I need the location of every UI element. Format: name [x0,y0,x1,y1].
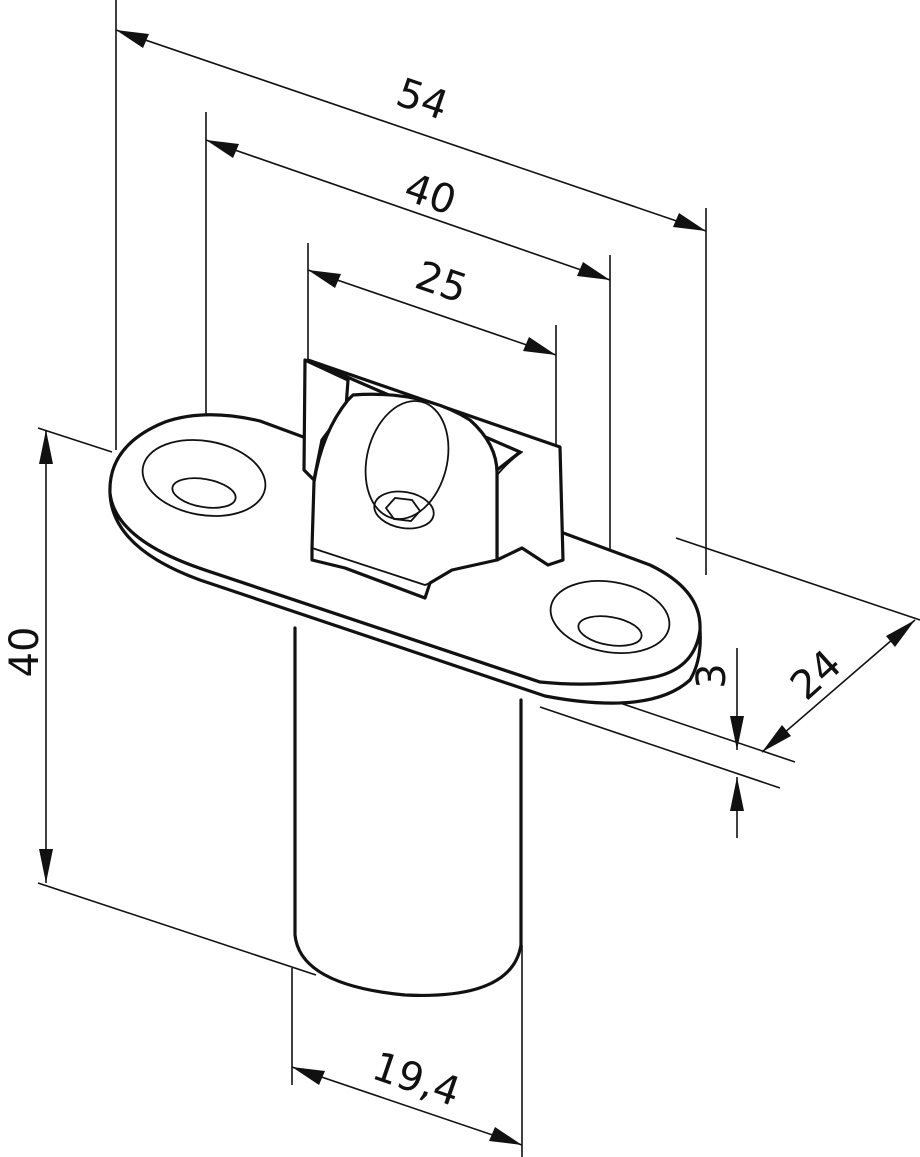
dim-label-24: 24 [782,641,851,709]
countersink-left [141,439,267,517]
dimension-24: 24 [761,619,916,753]
countersink-right [549,580,671,654]
mount-block [302,358,565,600]
dimension-40-holes: 40 [205,139,611,281]
arrow-head [116,30,149,48]
dimension-40-height: 40 [2,430,53,883]
hole-left [171,477,237,509]
hex-socket-icon [384,497,422,522]
dim-label-25: 25 [410,253,473,313]
arrow-head [308,270,341,288]
hole-right [577,615,643,647]
arrow-head [730,716,744,750]
dimension-3: 3 [689,648,744,838]
dimension-19-4: 19,4 [291,1043,523,1146]
arrow-head [39,430,53,464]
arrow-head [886,620,915,647]
dim-label-19-4: 19,4 [367,1043,466,1115]
arrow-head [577,262,610,280]
arrow-head [39,849,53,883]
dim-label-40-holes: 40 [399,165,462,225]
screw-head [373,490,435,530]
dim-label-54: 54 [391,70,454,130]
pin-cylinder [293,626,523,998]
dim-label-40-height: 40 [2,627,48,678]
arrow-head [762,725,791,752]
arrow-head [523,337,556,355]
arrow-head [673,213,706,231]
arrow-head [292,1067,325,1085]
dimension-25: 25 [307,253,557,356]
arrow-head [206,140,239,158]
arrow-head [730,777,744,811]
arrow-head [489,1127,522,1145]
